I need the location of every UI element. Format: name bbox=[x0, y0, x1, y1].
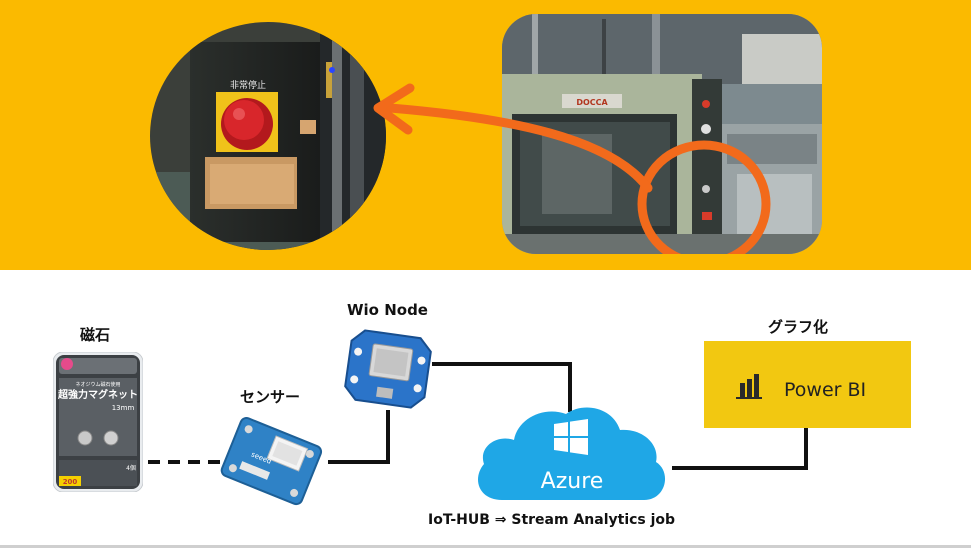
azure-cloud: Azure bbox=[478, 407, 666, 500]
magnet-package-price: 200 bbox=[63, 478, 78, 486]
emergency-stop-closeup-photo: 非常停止 bbox=[150, 22, 386, 250]
sensor-wio-link bbox=[328, 410, 390, 464]
sensor-label: センサー bbox=[240, 388, 301, 406]
magnet-package-size: 13mm bbox=[112, 404, 135, 412]
powerbi-box: Power BI bbox=[704, 341, 911, 428]
sensor-board: seeed bbox=[220, 417, 323, 506]
wio-node-label: Wio Node bbox=[347, 301, 428, 319]
magnet-package-subtitle: ネオジウム磁石使用 bbox=[75, 381, 120, 388]
magnet-package-title: 超強力マグネット bbox=[57, 388, 138, 401]
magnet-package: ネオジウム磁石使用 超強力マグネット 13mm 4個 200 bbox=[53, 352, 143, 492]
callout-arrow bbox=[373, 83, 653, 193]
powerbi-label: Power BI bbox=[784, 379, 867, 401]
graph-label: グラフ化 bbox=[768, 318, 829, 336]
wio-node-board bbox=[344, 329, 432, 409]
machine-photo: DOCCA bbox=[502, 14, 822, 254]
emergency-stop-sign: 非常停止 bbox=[230, 79, 266, 91]
powerbi-icon bbox=[736, 374, 762, 399]
azure-label: Azure bbox=[541, 469, 604, 494]
magnet-package-count: 4個 bbox=[126, 464, 136, 472]
magnet-label: 磁石 bbox=[80, 326, 111, 344]
machine-maker-plate: DOCCA bbox=[576, 98, 608, 107]
azure-powerbi-link bbox=[672, 428, 808, 470]
pipeline-caption: IoT-HUB ⇒ Stream Analytics job bbox=[428, 512, 676, 528]
windows-logo-icon bbox=[554, 419, 588, 455]
bottom-divider bbox=[0, 545, 971, 548]
wio-azure-link bbox=[432, 362, 572, 412]
